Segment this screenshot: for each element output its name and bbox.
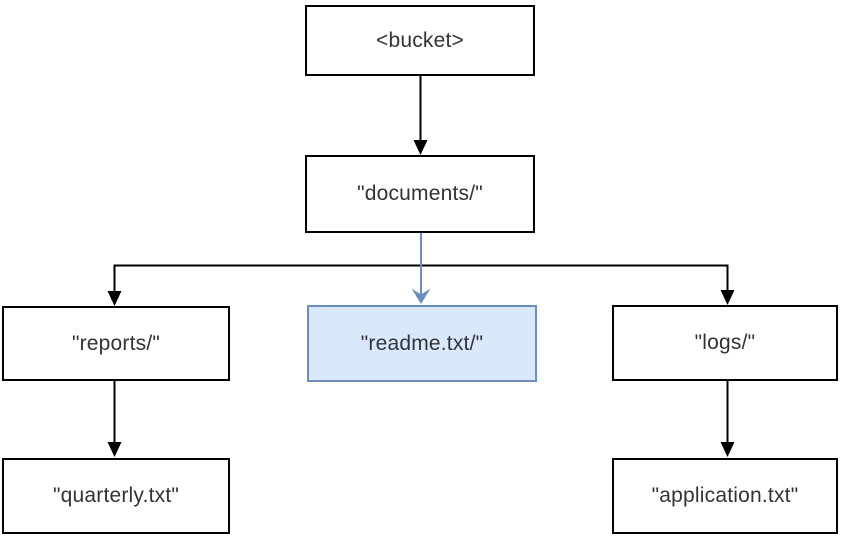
node-documents-label: "documents/" <box>357 182 483 205</box>
edge-logs-application <box>720 381 735 457</box>
node-application: "application.txt" <box>612 458 838 534</box>
node-bucket-label: <bucket> <box>376 28 464 52</box>
node-documents: "documents/" <box>305 155 535 233</box>
node-reports: "reports/" <box>2 306 230 381</box>
node-quarterly: "quarterly.txt" <box>2 458 230 534</box>
edge-bucket-documents <box>413 76 428 155</box>
edge-documents-logs <box>720 264 735 305</box>
node-readme-highlighted: "readme.txt/" <box>307 305 537 382</box>
node-readme-label: "readme.txt/" <box>360 331 484 355</box>
node-application-label: "application.txt" <box>651 484 799 507</box>
node-reports-label: "reports/" <box>71 331 161 355</box>
node-quarterly-label: "quarterly.txt" <box>52 484 180 507</box>
node-logs: "logs/" <box>612 305 838 381</box>
edge-documents-readme <box>411 233 431 304</box>
node-bucket: <bucket> <box>305 5 535 76</box>
edge-reports-quarterly <box>107 381 122 457</box>
edge-documents-reports <box>107 264 122 306</box>
node-logs-label: "logs/" <box>694 331 756 354</box>
